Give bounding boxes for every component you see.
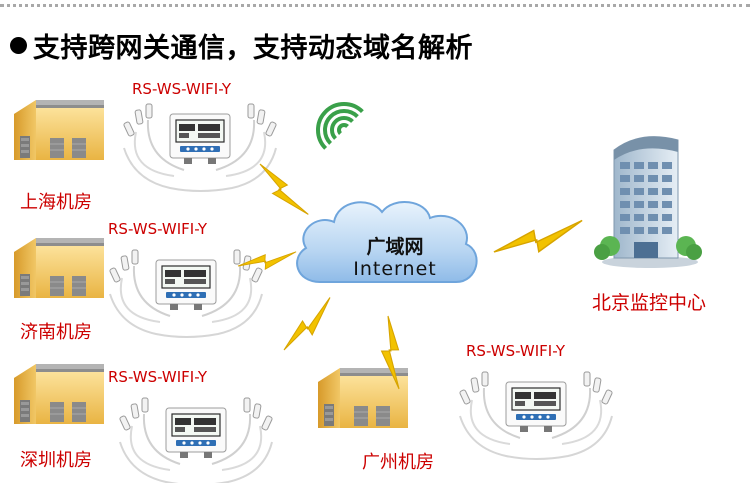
top-dotted-divider — [0, 4, 750, 7]
sensor-device-icon — [118, 397, 274, 483]
sensor-device-icon — [458, 371, 614, 460]
warehouse-icon — [13, 99, 105, 161]
lightning-bolt-icon — [259, 163, 309, 215]
site-label-shenzhen: 深圳机房 — [20, 450, 92, 471]
lightning-bolt-icon — [493, 195, 583, 278]
site-label-guangzhou: 广州机房 — [362, 452, 434, 473]
device-model-label: RS-WS-WIFI-Y — [466, 342, 566, 360]
office-building-icon — [594, 136, 702, 268]
cloud-label-en: Internet — [353, 258, 437, 280]
site-label-jinan: 济南机房 — [20, 322, 92, 343]
device-model-label: RS-WS-WIFI-Y — [108, 220, 208, 238]
lightning-bolt-icon — [279, 296, 335, 351]
warehouse-icon — [13, 363, 105, 425]
sensor-device-icon — [122, 103, 278, 192]
site-label-shanghai: 上海机房 — [20, 192, 92, 213]
page-heading: 支持跨网关通信，支持动态域名解析 — [10, 26, 473, 65]
device-model-label: RS-WS-WIFI-Y — [132, 80, 232, 98]
cloud-label-zh: 广域网 — [366, 236, 424, 258]
monitoring-center-label: 北京监控中心 — [592, 292, 707, 314]
cloud-icon — [296, 200, 478, 283]
heading-text: 支持跨网关通信，支持动态域名解析 — [33, 33, 473, 64]
wifi-signal-icon — [316, 102, 364, 150]
sensor-device-icon — [108, 249, 264, 338]
warehouse-icon — [13, 237, 105, 299]
bullet-icon — [10, 37, 27, 54]
device-model-label: RS-WS-WIFI-Y — [108, 368, 208, 386]
